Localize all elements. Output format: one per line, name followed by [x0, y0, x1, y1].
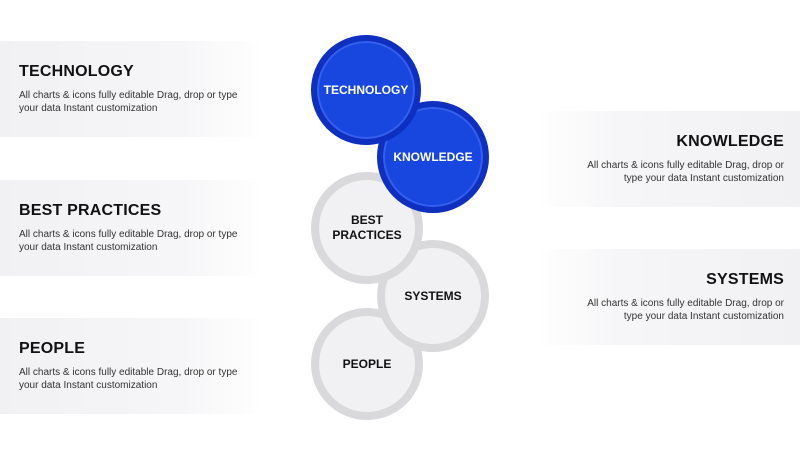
- circle-label: TECHNOLOGY: [323, 82, 409, 97]
- panel-description: All charts & icons fully editable Drag, …: [19, 90, 238, 114]
- panel-title: PEOPLE: [19, 340, 86, 357]
- panel-systems: SYSTEMS All charts & icons fully editabl…: [542, 249, 800, 345]
- panel-title: TECHNOLOGY: [19, 63, 134, 80]
- panel-description: All charts & icons fully editable Drag, …: [19, 367, 238, 391]
- panel-title: KNOWLEDGE: [676, 133, 784, 150]
- panel-people: PEOPLE All charts & icons fully editable…: [0, 318, 258, 414]
- circle-label: BEST PRACTICES: [332, 213, 402, 242]
- circle-knowledge: KNOWLEDGE: [377, 101, 489, 213]
- circle-label: KNOWLEDGE: [393, 149, 473, 164]
- circle-label: PEOPLE: [342, 356, 392, 371]
- panel-description: All charts & icons fully editable Drag, …: [587, 298, 784, 322]
- panel-best-practices: BEST PRACTICES All charts & icons fully …: [0, 180, 258, 276]
- circle-best-practices: BEST PRACTICES: [311, 172, 423, 284]
- panel-description: All charts & icons fully editable Drag, …: [587, 160, 784, 184]
- circle-label: SYSTEMS: [404, 288, 462, 303]
- circle-technology: TECHNOLOGY: [311, 35, 421, 145]
- panel-title: SYSTEMS: [706, 271, 784, 288]
- panel-description: All charts & icons fully editable Drag, …: [19, 229, 238, 253]
- panel-knowledge: KNOWLEDGE All charts & icons fully edita…: [542, 111, 800, 207]
- panel-technology: TECHNOLOGY All charts & icons fully edit…: [0, 41, 258, 137]
- panel-title: BEST PRACTICES: [19, 202, 162, 219]
